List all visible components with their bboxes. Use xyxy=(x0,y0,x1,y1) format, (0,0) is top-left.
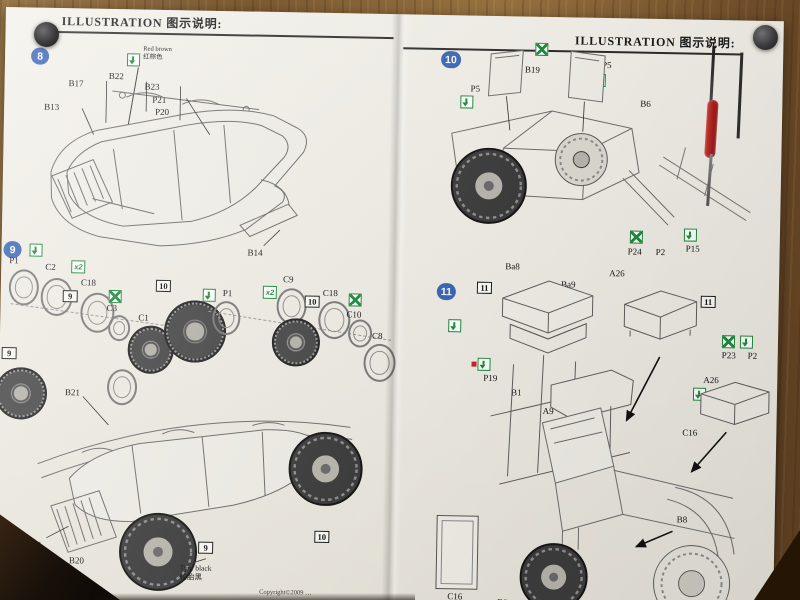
ring-part xyxy=(212,300,241,336)
crossed-tools-icon xyxy=(348,293,362,307)
page-edge-shadow xyxy=(95,593,415,600)
tyre-part xyxy=(271,317,321,367)
step10-diagram xyxy=(450,49,675,226)
down-arrow-icon xyxy=(126,53,141,67)
tool-handle xyxy=(704,99,719,159)
page-left: ILLUSTRATION 图示说明: 8 Red brown 红棕色 B17 B… xyxy=(0,7,398,600)
down-arrow-icon xyxy=(683,228,698,242)
crate2-diagram xyxy=(700,381,770,425)
boxed-number: 9 xyxy=(1,346,17,360)
header-title-zh: 图示说明: xyxy=(166,15,223,31)
part-label: P1 xyxy=(9,255,19,266)
boxed-number: 10 xyxy=(304,295,320,308)
part-label: C9 xyxy=(282,274,294,285)
header-rule xyxy=(57,30,394,40)
step-8-badge: 8 xyxy=(30,47,50,65)
part-label: P2 xyxy=(655,246,666,258)
step9-chassis-diagram xyxy=(37,396,363,591)
corner-dot-right xyxy=(753,25,778,50)
step8-diagram xyxy=(50,80,307,247)
header-title-en: ILLUSTRATION xyxy=(61,14,163,30)
part-label: C2 xyxy=(45,261,56,272)
crossed-tools-icon xyxy=(629,230,644,244)
part-label: P24 xyxy=(627,246,642,257)
part-label: C18 xyxy=(80,277,97,288)
boxed-number: 9 xyxy=(62,290,78,303)
front-wheel xyxy=(519,543,588,600)
part-label: C8 xyxy=(371,330,383,341)
paint-callout-tyre-black: Tyre black 轮胎黑 xyxy=(179,563,212,582)
step11-vehicle-diagram xyxy=(519,407,735,600)
rear-wheel xyxy=(288,431,363,506)
quantity-x2: x2 xyxy=(71,260,86,274)
wheel xyxy=(450,147,527,224)
brake-drum xyxy=(554,133,608,187)
corner-dot-left xyxy=(34,22,59,47)
page-header-left: ILLUSTRATION 图示说明: xyxy=(62,12,223,32)
part-label: C18 xyxy=(322,287,338,299)
ring-part xyxy=(347,319,373,348)
boxed-number: 10 xyxy=(314,530,330,544)
spare-disc xyxy=(653,545,731,600)
part-label: P15 xyxy=(685,243,700,254)
boxed-number: 9 xyxy=(198,541,214,554)
red-awl-tool xyxy=(692,45,755,217)
assembly-arrows xyxy=(625,356,727,548)
front-wheel xyxy=(119,512,198,591)
tool-tip xyxy=(706,153,713,206)
part-label: P1 xyxy=(222,288,233,299)
down-arrow-icon xyxy=(29,243,43,257)
part-label: C10 xyxy=(346,309,362,320)
second-needle xyxy=(736,52,743,139)
part-label: B20 xyxy=(68,555,84,566)
quantity-x2: x2 xyxy=(262,285,278,300)
part-label: C3 xyxy=(106,302,118,314)
part-label: C1 xyxy=(138,312,149,323)
bench-diagram xyxy=(501,280,594,354)
boxed-number: 10 xyxy=(155,279,172,293)
paint-callout-red-brown: Red brown 红棕色 xyxy=(143,45,173,61)
crossed-tools-icon xyxy=(108,289,122,304)
crate-diagram xyxy=(623,290,698,340)
tool-needle xyxy=(709,45,716,104)
ring-part xyxy=(8,269,40,306)
ring-part xyxy=(107,314,131,342)
part-label: B22 xyxy=(108,70,124,82)
down-arrow-icon xyxy=(202,288,216,302)
page-right: ILLUSTRATION 图示说明: 10 P5 B19 P5 B6 xyxy=(386,14,784,600)
manual-pages: ILLUSTRATION 图示说明: 8 Red brown 红棕色 B17 B… xyxy=(0,7,784,600)
